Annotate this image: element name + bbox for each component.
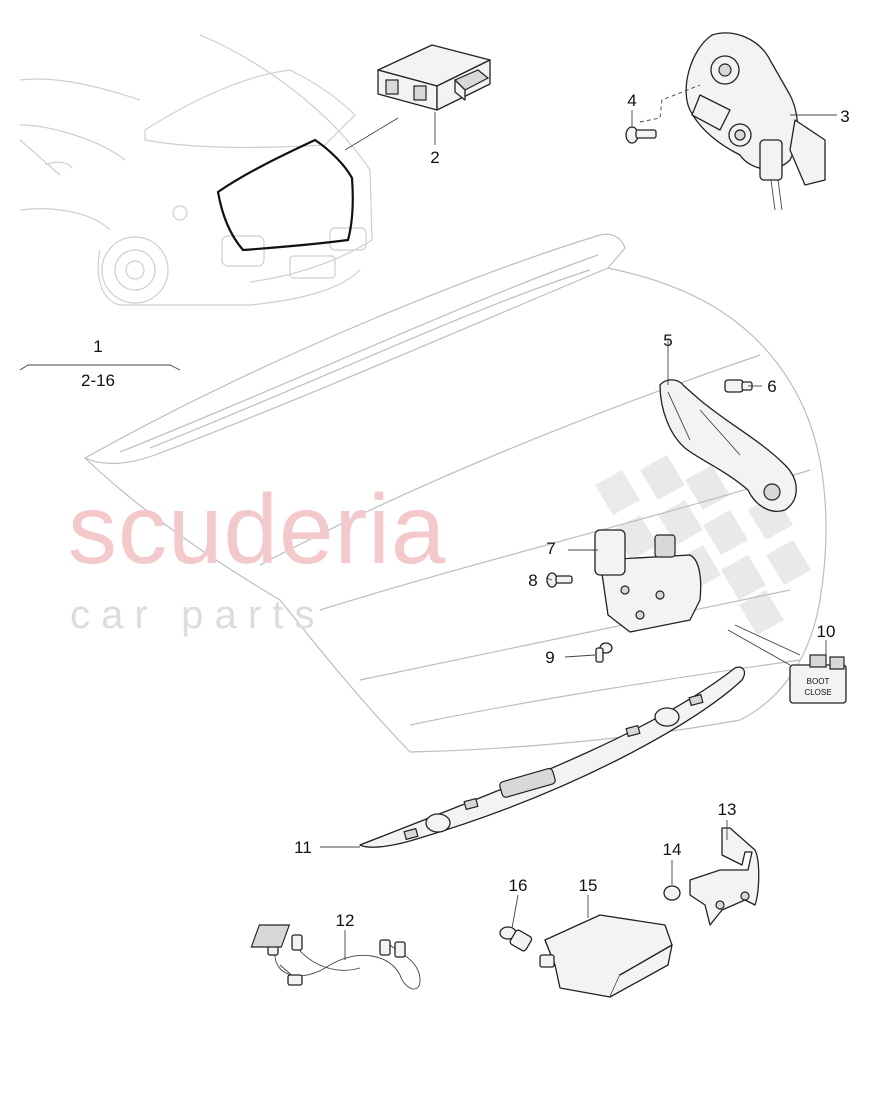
bracket-part-13 — [689, 827, 760, 926]
callout-6: 6 — [767, 377, 776, 396]
callout-3: 3 — [840, 107, 849, 126]
callout-16: 16 — [509, 876, 528, 895]
callout-11: 11 — [294, 838, 312, 857]
callout-9: 9 — [545, 648, 554, 667]
callout-15: 15 — [579, 876, 598, 895]
assembly-range: 2-16 — [81, 371, 115, 390]
nut-part-14 — [663, 885, 681, 901]
callout-13: 13 — [718, 800, 737, 819]
screw-part-4 — [625, 84, 701, 144]
boot-close-switch-part-10: BOOT CLOSE — [727, 624, 847, 704]
assembly-number: 1 — [93, 337, 102, 356]
assembly-bracket: 1 2-16 — [19, 337, 181, 390]
boot-lock-part-7 — [568, 529, 702, 633]
bolt-part-16 — [499, 926, 533, 952]
callout-12: 12 — [336, 911, 355, 930]
actuator-motor-part-3 — [685, 32, 837, 211]
wiring-harness-part-12 — [267, 934, 421, 990]
callout-5: 5 — [663, 331, 672, 350]
hinge-part-5 — [659, 360, 797, 512]
callout-numbers: 2 3 4 5 6 7 8 9 10 11 12 13 14 15 16 — [294, 91, 850, 930]
callout-10: 10 — [817, 622, 836, 641]
callout-14: 14 — [663, 840, 682, 859]
callout-4: 4 — [627, 91, 636, 110]
watermark-brand: scuderia — [68, 474, 446, 584]
bolt-part-6 — [724, 379, 753, 393]
screw-part-9 — [564, 642, 613, 663]
callout-8: 8 — [528, 571, 537, 590]
watermark-tagline: c a r p a r t s — [70, 593, 315, 637]
callout-7: 7 — [546, 539, 555, 558]
callout-2: 2 — [430, 148, 439, 167]
control-unit-part-2 — [377, 44, 491, 111]
boot-lid-panel — [83, 233, 827, 753]
control-module-part-15 — [250, 914, 673, 998]
trim-strip-part-11 — [359, 666, 746, 848]
car-outline-illustration — [19, 34, 399, 306]
boot-switch-label-line2: CLOSE — [804, 688, 831, 697]
boot-switch-label-line1: BOOT — [807, 677, 830, 686]
leader-lines — [320, 110, 827, 960]
